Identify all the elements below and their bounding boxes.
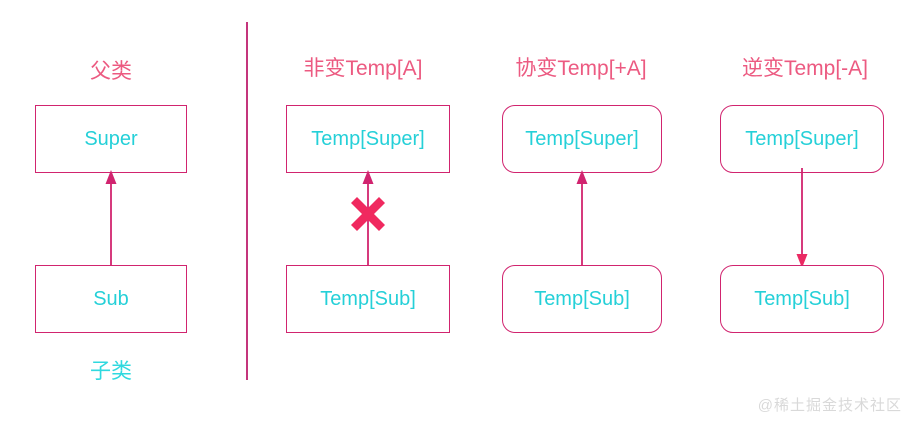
column-invariant-node-super-text: Temp[Super] [311,127,425,150]
column-contravariant-node-sub: Temp[Sub] [720,265,884,333]
column-invariant-arrow [336,168,400,270]
column-covariant-title: 协变Temp[+A] [515,57,647,80]
column-contravariant: 逆变Temp[-A] Temp[Super] Temp[Sub] [706,0,904,425]
arrow-up-icon [105,170,117,270]
arrow-up-icon [362,170,374,270]
node-super: Super [35,105,187,173]
column-contravariant-node-sub-text: Temp[Sub] [754,287,850,310]
parent-class-label: 父类 [90,60,132,83]
node-sub-text: Sub [93,287,129,310]
inheritance-arrow-up [79,168,143,270]
arrow-up-icon [576,170,588,270]
column-invariant-node-sub: Temp[Sub] [286,265,450,333]
column-covariant: 协变Temp[+A] Temp[Super] Temp[Sub] [482,0,680,425]
node-super-text: Super [84,127,138,150]
column-contravariant-node-super-text: Temp[Super] [745,127,859,150]
column-contravariant-title: 逆变Temp[-A] [741,57,869,80]
legend-column: 父类 Super Sub 子类 [0,0,222,425]
arrow-down-icon [796,168,808,268]
column-invariant-title: 非变Temp[A] [303,57,423,80]
section-divider [246,22,248,380]
column-invariant-node-super: Temp[Super] [286,105,450,173]
column-covariant-node-sub-text: Temp[Sub] [534,287,630,310]
column-covariant-node-sub: Temp[Sub] [502,265,662,333]
column-contravariant-node-super: Temp[Super] [720,105,884,173]
watermark: @稀土掘金技术社区 [757,397,902,414]
child-class-label: 子类 [90,360,132,383]
column-covariant-arrow [550,168,614,270]
node-sub: Sub [35,265,187,333]
column-covariant-node-super: Temp[Super] [502,105,662,173]
column-invariant: 非变Temp[A] Temp[Super] Temp[Sub] [268,0,458,425]
column-invariant-node-sub-text: Temp[Sub] [320,287,416,310]
column-covariant-node-super-text: Temp[Super] [525,127,639,150]
column-contravariant-arrow [770,168,834,270]
